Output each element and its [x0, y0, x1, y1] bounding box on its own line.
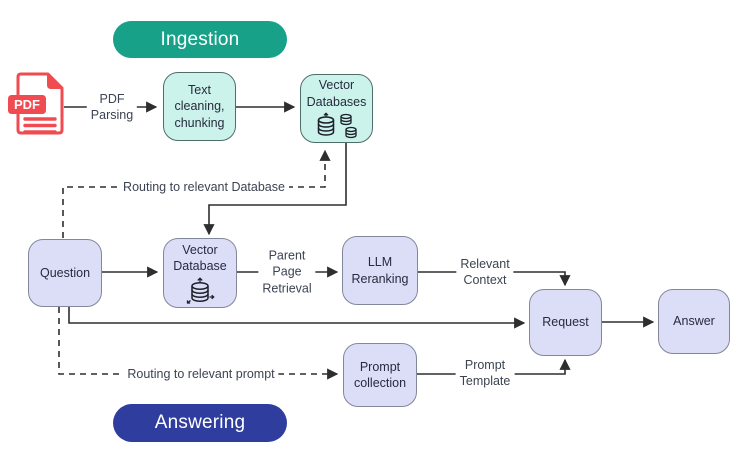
- edge-vectordbs-to-vectordb: [203, 143, 347, 236]
- node-text-cleaning: Text cleaning, chunking: [163, 72, 236, 141]
- node-request: Request: [529, 289, 602, 356]
- edge-label-prompt-template: Prompt Template: [455, 355, 515, 391]
- edge-label-relevant-context: Relevant Context: [456, 254, 514, 290]
- node-answer: Answer: [658, 289, 730, 354]
- answering-badge: Answering: [113, 404, 287, 442]
- database-icon: [186, 276, 215, 304]
- node-llm-reranking: LLM Reranking: [342, 236, 418, 305]
- edge-routing-prompt: [58, 307, 339, 380]
- edge-label-pdf-parsing: PDF Parsing: [86, 89, 138, 125]
- node-vector-databases-label: Vector Databases: [306, 78, 367, 109]
- node-answer-label: Answer: [673, 314, 715, 329]
- pdf-icon-label: PDF: [14, 97, 40, 112]
- node-vector-database-label: Vector Database: [173, 242, 227, 274]
- answering-badge-label: Answering: [154, 412, 246, 433]
- ingestion-badge: Ingestion: [113, 21, 287, 58]
- node-question-label: Question: [39, 265, 91, 280]
- node-vector-databases: Vector Databases: [300, 74, 373, 143]
- edge-label-parent-page-retrieval: Parent Page Retrieval: [258, 246, 316, 298]
- node-prompt-collection-label: Prompt collection: [353, 359, 407, 391]
- node-vector-database: Vector Database: [163, 238, 237, 308]
- node-llm-reranking-label: LLM Reranking: [351, 255, 409, 286]
- databases-cluster-icon: [317, 112, 357, 139]
- node-question: Question: [28, 239, 102, 307]
- edge-question-to-request: [68, 307, 526, 329]
- pdf-icon: PDF: [8, 72, 64, 135]
- pdf-file-icon: PDF: [8, 72, 66, 143]
- node-request-label: Request: [542, 315, 589, 330]
- node-text-cleaning-label: Text cleaning, chunking: [174, 82, 225, 130]
- edge-label-routing-database: Routing to relevant Database: [119, 177, 289, 197]
- ingestion-badge-label: Ingestion: [160, 28, 240, 50]
- edge-label-routing-prompt: Routing to relevant prompt: [123, 364, 279, 384]
- node-prompt-collection: Prompt collection: [343, 343, 417, 407]
